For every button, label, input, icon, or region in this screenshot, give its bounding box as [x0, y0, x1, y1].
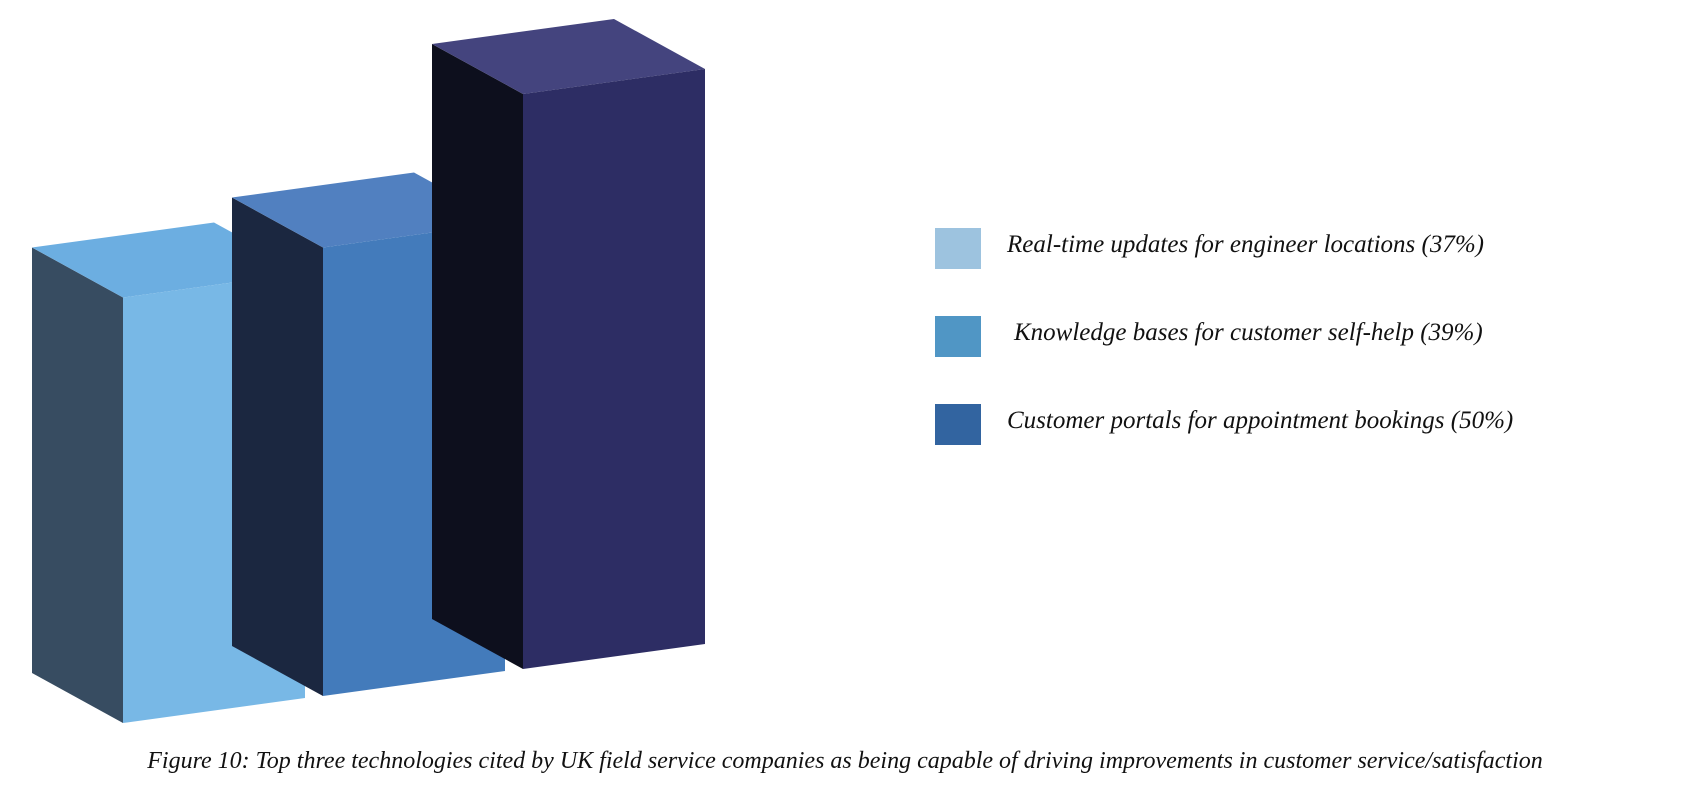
- legend-label-3: Customer portals for appointment booking…: [1007, 407, 1514, 434]
- legend-swatch-1: [935, 228, 981, 269]
- bar-3-side: [432, 44, 523, 669]
- bars-layer: [32, 19, 705, 723]
- legend-swatch-2: [935, 316, 981, 357]
- legend-label-2: Knowledge bases for customer self-help (…: [1014, 319, 1483, 346]
- legend-label-1: Real-time updates for engineer locations…: [1007, 231, 1484, 258]
- bar-3-top: [432, 19, 705, 94]
- bar-1-side: [32, 247, 123, 723]
- figure-caption: Figure 10: Top three technologies cited …: [147, 748, 1543, 774]
- bar-3: [432, 19, 705, 669]
- bar-chart-3d: [32, 19, 705, 723]
- legend-swatch-3: [935, 404, 981, 445]
- bar-3-front: [523, 69, 705, 669]
- bar-2-side: [232, 197, 323, 696]
